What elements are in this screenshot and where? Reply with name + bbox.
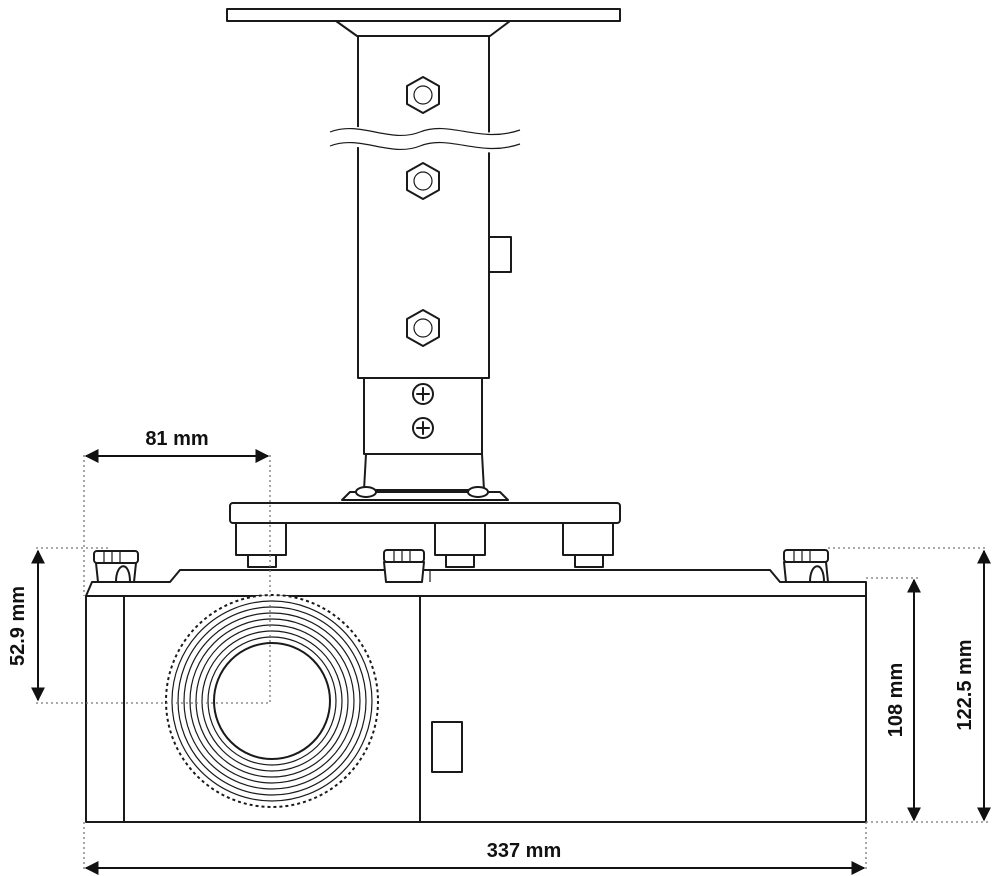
hex-bolt-icon: [406, 76, 440, 114]
clamp-screw-right: [783, 549, 829, 583]
hex-bolt-icon: [406, 162, 440, 200]
extension-lines: [36, 455, 988, 872]
label-108mm: 108 mm: [885, 663, 907, 738]
projector-top: [85, 569, 867, 597]
lens: [165, 594, 379, 808]
clamp-screw-middle: [383, 549, 425, 583]
phillips-screw-icon: [412, 383, 434, 405]
mounting-bracket: [229, 502, 621, 568]
dimension-body-height: 108 mm: [885, 578, 921, 822]
dimension-lens-offset-horizontal: 81 mm: [84, 428, 270, 463]
label-337mm: 337 mm: [487, 840, 562, 862]
dimension-total-width: 337 mm: [84, 840, 866, 875]
dimension-total-height: 122.5 mm: [954, 549, 991, 822]
clamp-screw-left: [93, 550, 139, 583]
label-52-9mm: 52.9 mm: [7, 586, 29, 666]
ceiling-plate: [226, 8, 621, 37]
label-81mm: 81 mm: [145, 428, 208, 450]
hex-bolt-icon: [406, 309, 440, 347]
phillips-screw-icon: [412, 417, 434, 439]
label-122-5mm: 122.5 mm: [954, 639, 976, 730]
swivel-base: [341, 486, 509, 501]
dimension-lens-offset-vertical: 52.9 mm: [7, 549, 45, 702]
